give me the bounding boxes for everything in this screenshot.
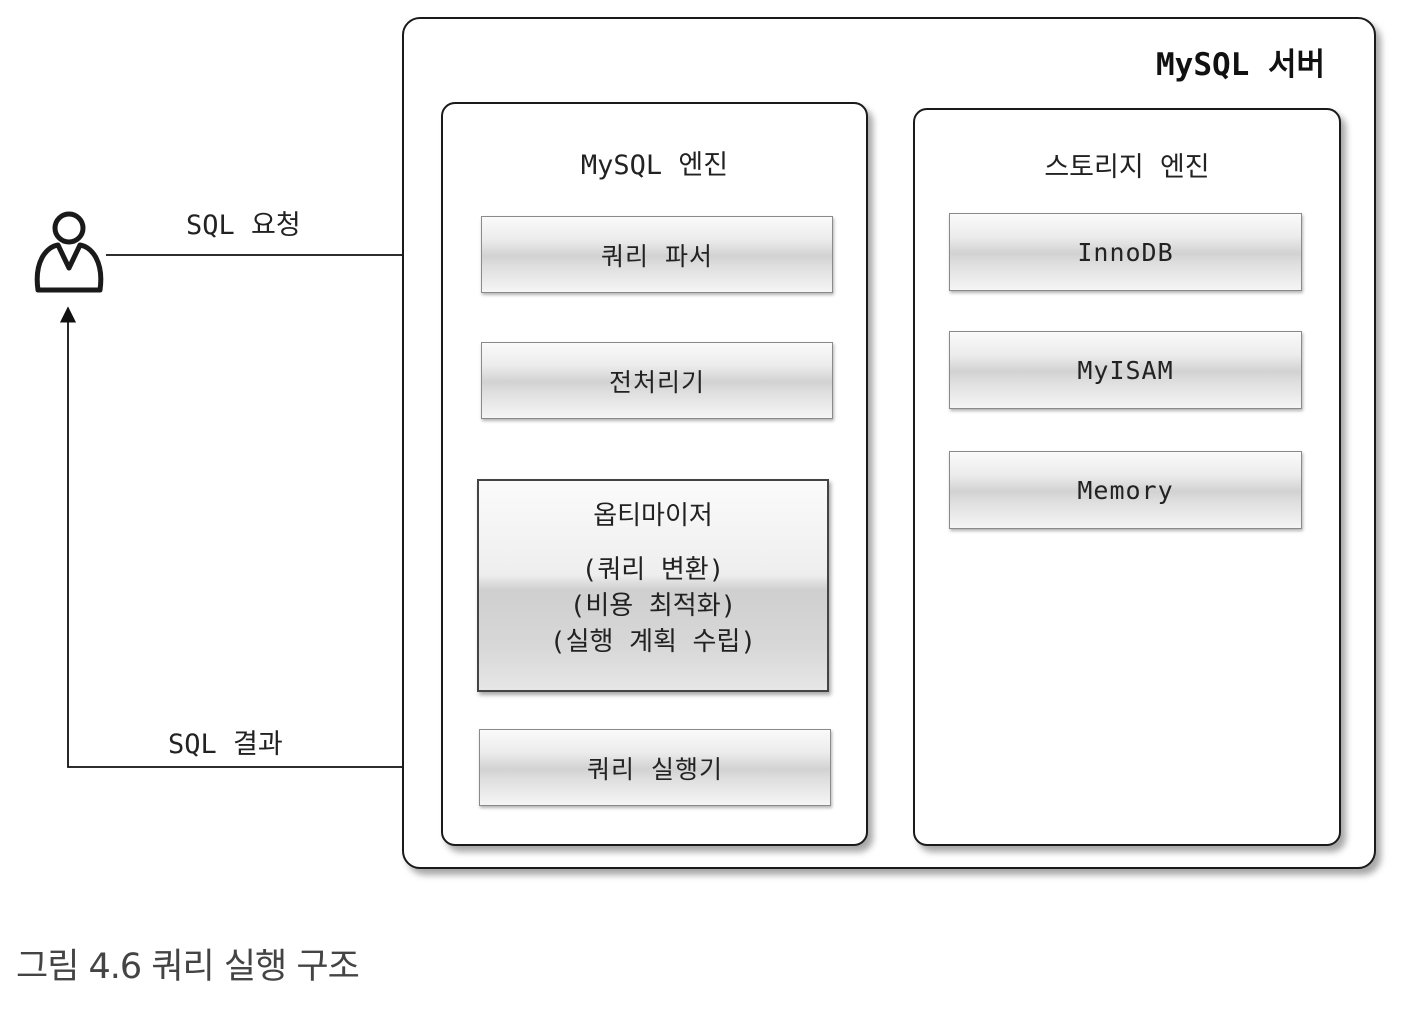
preprocessor-node: 전처리기 — [481, 342, 833, 419]
optimizer-line: (실행 계획 수립) — [549, 627, 757, 657]
storage-item-myisam: MyISAM — [949, 331, 1302, 409]
optimizer-node: 옵티마이저 (쿼리 변환) (비용 최적화) (실행 계획 수립) — [477, 479, 829, 692]
storage-title: 스토리지 엔진 — [1044, 152, 1210, 183]
query-parser-node: 쿼리 파서 — [481, 216, 833, 293]
optimizer-title: 옵티마이저 — [593, 501, 713, 531]
storage-item-innodb: InnoDB — [949, 213, 1302, 291]
sql-result-label: SQL 결과 — [168, 729, 283, 760]
user-icon — [34, 211, 104, 293]
optimizer-line: (쿼리 변환) — [581, 555, 725, 585]
server-title: MySQL 서버 — [1156, 47, 1326, 83]
result-arrow — [59, 306, 478, 768]
engine-title: MySQL 엔진 — [580, 150, 729, 181]
figure-caption: 그림 4.6 쿼리 실행 구조 — [16, 947, 360, 987]
optimizer-line: (비용 최적화) — [569, 591, 737, 621]
query-executor-node: 쿼리 실행기 — [479, 729, 831, 806]
storage-item-memory: Memory — [949, 451, 1302, 529]
sql-request-label: SQL 요청 — [186, 210, 301, 241]
